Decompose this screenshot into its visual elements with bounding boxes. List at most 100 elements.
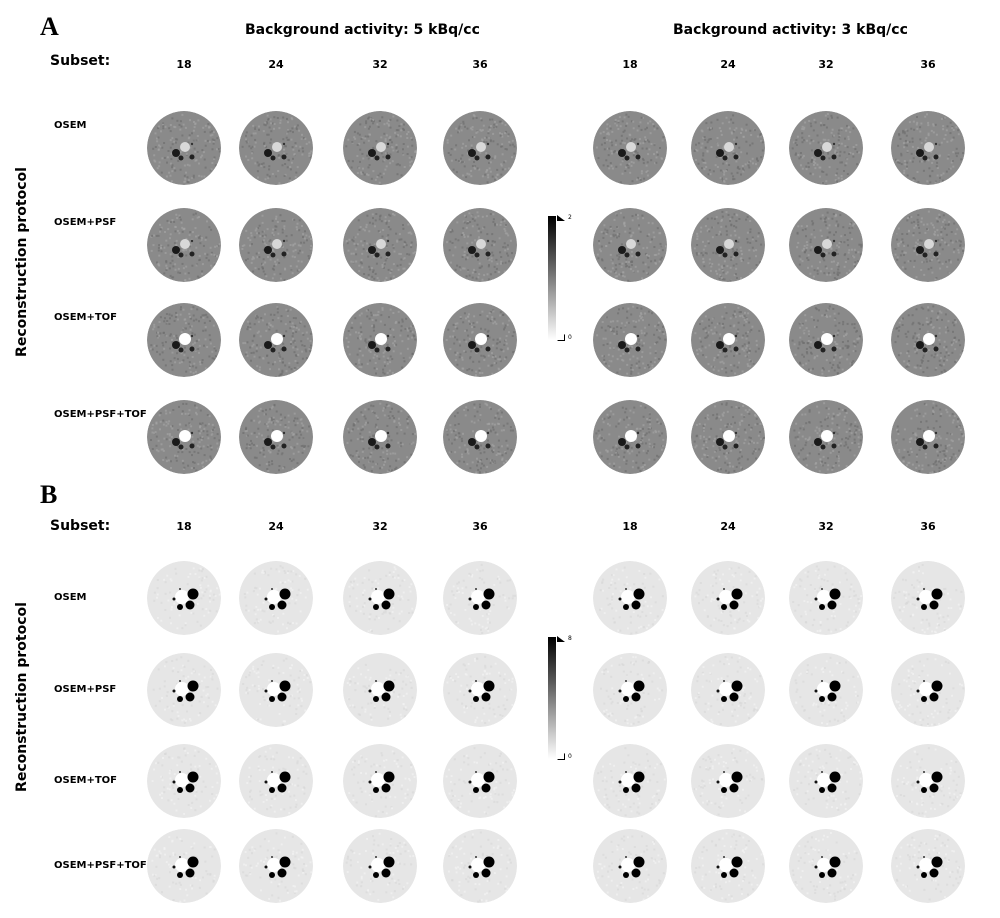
phantom-svg — [891, 744, 965, 818]
phantom-svg — [443, 829, 517, 903]
subset-number: 24 — [720, 58, 736, 71]
phantom-svg — [443, 653, 517, 727]
phantom-image — [691, 829, 765, 903]
phantom-svg — [691, 744, 765, 818]
phantom-image — [691, 653, 765, 727]
subset-label: Subset: — [50, 518, 111, 534]
phantom-image — [443, 829, 517, 903]
phantom-image — [147, 303, 221, 377]
colorbar-min: 0 — [568, 753, 572, 760]
subset-number: 36 — [472, 520, 488, 533]
phantom-svg — [239, 744, 313, 818]
subset-number: 18 — [622, 520, 638, 533]
phantom-image — [147, 561, 221, 635]
protocol-label: OSEM — [54, 592, 87, 603]
phantom-image — [147, 400, 221, 474]
phantom-svg — [239, 111, 313, 185]
protocol-label: OSEM+PSF — [54, 217, 117, 228]
phantom-image — [343, 208, 417, 282]
subset-number: 24 — [268, 58, 284, 71]
phantom-image — [789, 303, 863, 377]
phantom-image — [239, 208, 313, 282]
phantom-svg — [691, 208, 765, 282]
subset-number: 24 — [268, 520, 284, 533]
subset-number: 18 — [176, 520, 192, 533]
phantom-svg — [789, 303, 863, 377]
phantom-svg — [891, 111, 965, 185]
phantom-svg — [593, 111, 667, 185]
phantom-image — [239, 400, 313, 474]
phantom-svg — [147, 561, 221, 635]
colorbar-min: 0 — [568, 334, 572, 341]
phantom-svg — [239, 653, 313, 727]
phantom-image — [147, 829, 221, 903]
subset-number: 18 — [176, 58, 192, 71]
reconstruction-protocol-label: Reconstruction protocol — [14, 167, 30, 357]
phantom-image — [239, 829, 313, 903]
phantom-image — [691, 744, 765, 818]
phantom-image — [691, 400, 765, 474]
phantom-svg — [789, 653, 863, 727]
phantom-image — [891, 208, 965, 282]
phantom-image — [789, 744, 863, 818]
phantom-svg — [691, 653, 765, 727]
phantom-svg — [343, 111, 417, 185]
phantom-image — [891, 303, 965, 377]
colorbar — [548, 216, 556, 340]
panel-letter: B — [40, 480, 58, 509]
phantom-image — [789, 829, 863, 903]
phantom-svg — [593, 303, 667, 377]
phantom-image — [789, 561, 863, 635]
phantom-svg — [147, 303, 221, 377]
phantom-image — [891, 744, 965, 818]
subset-number: 32 — [818, 58, 834, 71]
phantom-svg — [691, 561, 765, 635]
phantom-image — [891, 653, 965, 727]
phantom-svg — [443, 208, 517, 282]
phantom-svg — [343, 400, 417, 474]
phantom-svg — [891, 561, 965, 635]
phantom-svg — [593, 208, 667, 282]
phantom-image — [443, 111, 517, 185]
phantom-svg — [147, 653, 221, 727]
phantom-svg — [147, 829, 221, 903]
reconstruction-protocol-label: Reconstruction protocol — [14, 602, 30, 792]
phantom-image — [891, 829, 965, 903]
subset-number: 36 — [920, 58, 936, 71]
phantom-image — [443, 561, 517, 635]
protocol-label: OSEM+TOF — [54, 775, 118, 786]
phantom-image — [891, 400, 965, 474]
subset-label: Subset: — [50, 53, 111, 69]
phantom-image — [147, 653, 221, 727]
phantom-svg — [343, 653, 417, 727]
phantom-svg — [443, 744, 517, 818]
subset-number: 36 — [472, 58, 488, 71]
protocol-label: OSEM — [54, 120, 87, 131]
phantom-svg — [891, 653, 965, 727]
phantom-svg — [891, 303, 965, 377]
phantom-svg — [891, 400, 965, 474]
phantom-image — [239, 561, 313, 635]
phantom-image — [789, 111, 863, 185]
phantom-image — [593, 829, 667, 903]
phantom-svg — [789, 744, 863, 818]
phantom-image — [343, 653, 417, 727]
phantom-image — [593, 653, 667, 727]
subset-number: 32 — [372, 520, 388, 533]
phantom-image — [343, 829, 417, 903]
phantom-svg — [691, 303, 765, 377]
phantom-image — [147, 111, 221, 185]
phantom-image — [593, 303, 667, 377]
phantom-svg — [593, 561, 667, 635]
phantom-svg — [343, 561, 417, 635]
phantom-svg — [691, 111, 765, 185]
phantom-image — [239, 303, 313, 377]
subset-number: 32 — [818, 520, 834, 533]
phantom-svg — [239, 400, 313, 474]
phantom-image — [891, 111, 965, 185]
phantom-image — [691, 303, 765, 377]
phantom-image — [691, 561, 765, 635]
phantom-image — [593, 744, 667, 818]
subset-number: 32 — [372, 58, 388, 71]
phantom-image — [343, 561, 417, 635]
